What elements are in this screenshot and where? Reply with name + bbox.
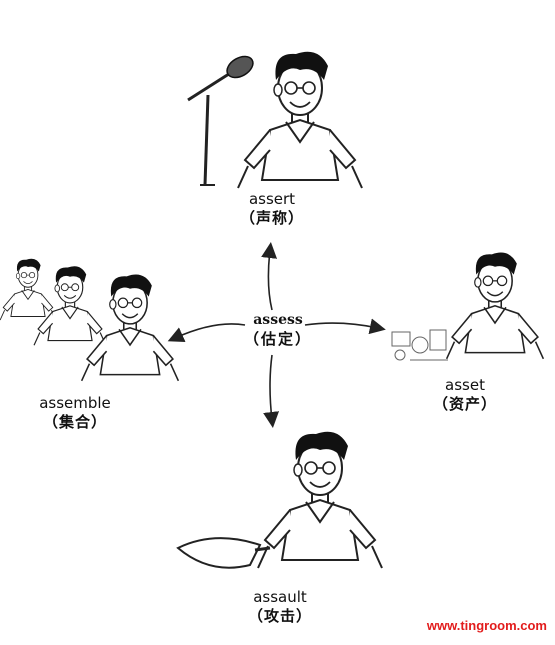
node-assess: assess （估定） xyxy=(228,312,328,349)
asset-meaning: （资产） xyxy=(432,395,497,413)
asset-word: asset xyxy=(445,376,485,394)
assert-meaning: （声称） xyxy=(239,209,304,227)
assert-illustration xyxy=(187,50,363,189)
assemble-illustration xyxy=(0,258,180,382)
node-assemble: assemble （集合） xyxy=(20,394,130,432)
assemble-word: assemble xyxy=(39,394,111,412)
node-assert: assert （声称） xyxy=(222,190,322,228)
assault-meaning: （攻击） xyxy=(247,607,312,625)
assess-meaning: （估定） xyxy=(243,330,312,348)
assess-word: assess xyxy=(253,312,303,328)
arrow-to-assemble xyxy=(167,323,246,343)
assault-illustration xyxy=(176,430,383,569)
watermark: www.tingroom.com xyxy=(426,618,547,633)
arrow-to-assault xyxy=(263,354,280,428)
node-assault: assault （攻击） xyxy=(230,588,330,626)
asset-illustration xyxy=(391,251,545,361)
assert-word: assert xyxy=(248,190,296,208)
assemble-meaning: （集合） xyxy=(42,413,107,431)
node-asset: asset （资产） xyxy=(420,376,510,414)
assault-word: assault xyxy=(253,588,307,606)
arrow-to-asset xyxy=(304,318,386,335)
relation-arrows xyxy=(167,242,386,428)
arrow-to-assert xyxy=(261,242,278,311)
